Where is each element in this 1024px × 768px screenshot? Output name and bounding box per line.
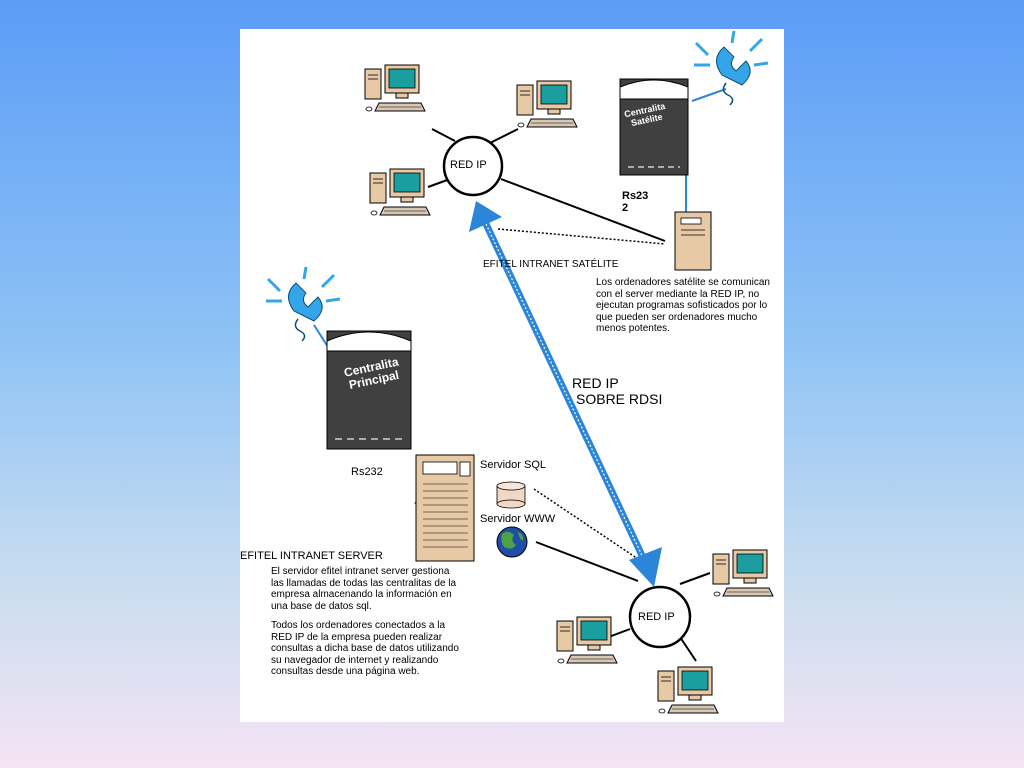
satelite-description: Los ordenadores satélite se comunican co… (596, 277, 770, 334)
rdsi-arrowhead-up (469, 201, 502, 232)
server-tower-icon (674, 211, 712, 271)
link-pc2-redip (487, 128, 519, 145)
rs232-top-label: Rs23 2 (622, 190, 649, 214)
phone-link-bottom (313, 324, 329, 348)
servidor-www-label: Servidor WWW (480, 513, 556, 525)
link-pc3-redip (427, 178, 451, 188)
efitel-server-title: EFITEL INTRANET SERVER (240, 550, 383, 562)
pbx-tower-icon (326, 330, 412, 450)
database-cylinder-icon (496, 481, 526, 509)
red-ip-top-label: RED IP (450, 159, 487, 171)
pbx-tower-icon (619, 78, 689, 176)
servidor-sql-label: Servidor SQL (480, 459, 547, 471)
diagram-slide: RED IP RED IP Centralita Satélite Centra… (240, 29, 784, 722)
link-www-redip (535, 541, 639, 582)
desktop-computer-icon (556, 616, 618, 664)
efitel-satelite-title: EFITEL INTRANET SATÉLITE (483, 259, 619, 270)
red-ip-top-circle (442, 135, 504, 197)
globe-icon (496, 526, 528, 558)
telephone-icon (264, 265, 342, 343)
desktop-computer-icon (364, 64, 426, 112)
network-diagram (264, 29, 774, 714)
desktop-computer-icon (516, 80, 578, 128)
telephone-icon (692, 29, 770, 107)
red-ip-bottom-circle (628, 585, 692, 649)
server-description-2: Todos los ordenadores conectados a la RE… (271, 620, 459, 677)
phone-link-top (691, 88, 727, 102)
server-description-1: El servidor efitel intranet server gesti… (271, 566, 457, 612)
rdsi-arrow-dots (485, 223, 647, 565)
desktop-computer-icon (369, 168, 431, 216)
rdsi-arrowhead-down (629, 547, 662, 587)
server-tower-icon (415, 454, 475, 562)
red-ip-bottom-label: RED IP (638, 611, 675, 623)
desktop-computer-icon (712, 549, 774, 597)
rs232-bottom-label: Rs232 (351, 466, 383, 478)
red-ip-rdsi-line1: RED IP (572, 375, 619, 391)
dotted-link-sql (533, 488, 639, 560)
link-pc1-redip (431, 128, 456, 142)
link-pc4-redip (679, 572, 711, 585)
red-ip-rdsi-line2: SOBRE RDSI (576, 391, 663, 407)
desktop-computer-icon (657, 666, 719, 714)
link-redip-server (500, 178, 666, 242)
link-pc6-redip (679, 636, 697, 662)
